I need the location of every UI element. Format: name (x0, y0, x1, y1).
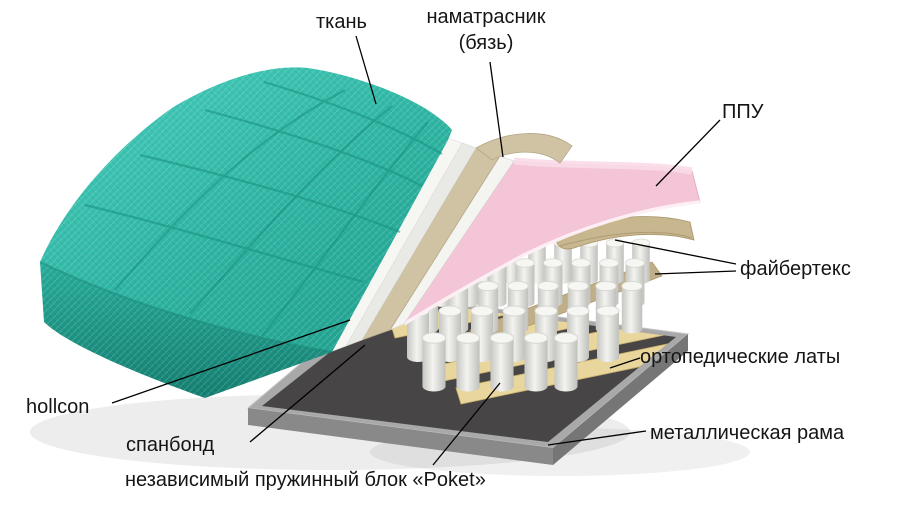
label-hollcon: hollcon (26, 396, 90, 418)
label-spunbond: спанбонд (126, 434, 215, 456)
label-springs: независимый пружинный блок «Poket» (125, 469, 486, 491)
label-slats: ортопедические латы (640, 346, 841, 368)
metal-frame-right (553, 334, 688, 465)
leader-line-springs (432, 382, 501, 466)
label-cover-line1: наматрасник (426, 6, 546, 28)
leader-line-cover (489, 61, 504, 158)
leader-line-slats (609, 357, 641, 369)
label-fibertex: файбертекс (740, 258, 851, 280)
quilt-seams (84, 80, 443, 337)
leader-line-spunbond (249, 344, 366, 443)
leader-line-hollcon (111, 319, 351, 404)
label-cover: наматрасник (бязь) (396, 4, 576, 56)
metal-frame-front (248, 408, 553, 465)
leader-line-frame (547, 430, 647, 446)
leader-line-fibertex-lower (654, 270, 737, 275)
mattress-cover-layer (361, 133, 573, 341)
quilted-fabric-top (39, 67, 452, 398)
leader-lines (111, 35, 737, 466)
label-cover-line2: (бязь) (458, 32, 514, 54)
leader-line-ppu (655, 119, 721, 187)
leader-line-fabric (355, 35, 377, 105)
leader-line-fibertex-upper (614, 239, 737, 265)
label-frame: металлическая рама (650, 422, 845, 444)
label-ppu: ППУ (722, 101, 764, 123)
label-fabric: ткань (316, 11, 367, 33)
foam-ppu-layer (403, 157, 701, 326)
